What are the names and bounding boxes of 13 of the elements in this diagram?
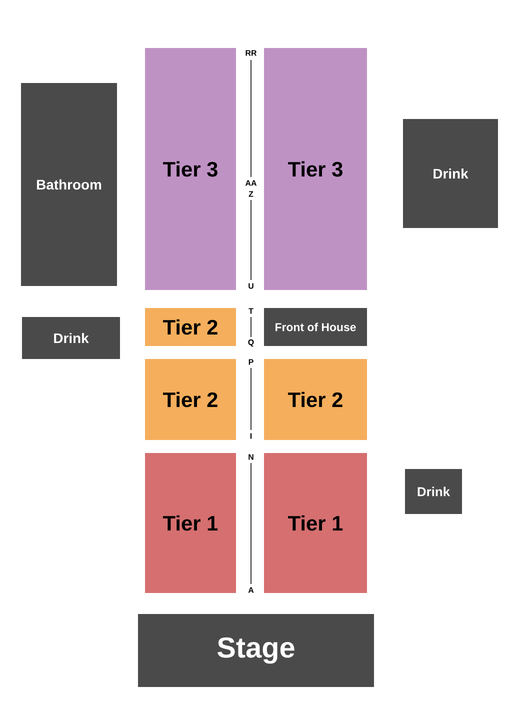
room-block: Drink	[403, 119, 498, 228]
room-block: Drink	[22, 317, 120, 359]
room-block: Front of House	[264, 308, 367, 346]
seating-section: Tier 2	[145, 359, 236, 440]
room-block: Bathroom	[21, 83, 117, 286]
seating-section: Tier 3	[264, 48, 367, 290]
room-block: Drink	[405, 469, 462, 514]
seating-section: Tier 2	[264, 359, 367, 440]
stage-block: Stage	[138, 614, 374, 687]
seating-section: Tier 1	[145, 453, 236, 593]
seating-section: Tier 3	[145, 48, 236, 290]
seating-section: Tier 1	[264, 453, 367, 593]
seating-section: Tier 2	[145, 308, 236, 346]
